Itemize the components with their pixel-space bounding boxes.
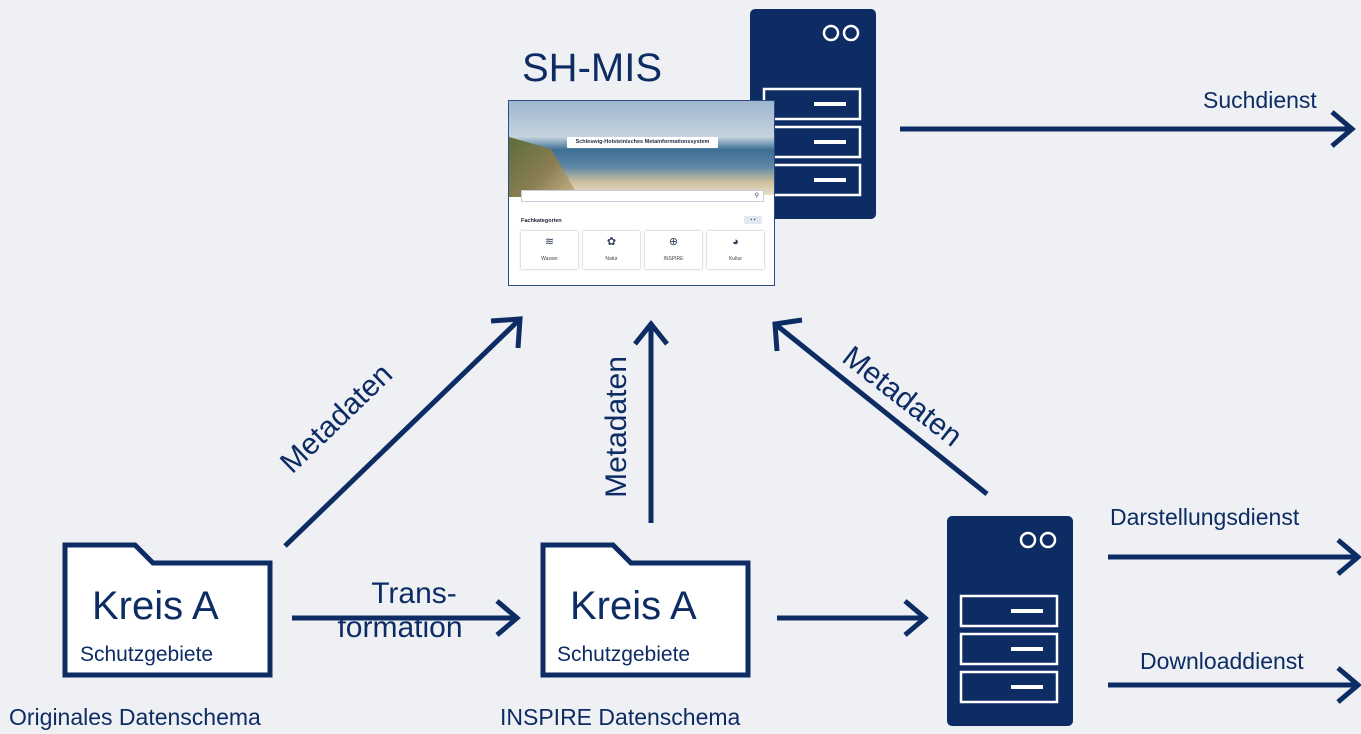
arrow-transformation	[292, 599, 521, 637]
arrow-view-service	[1108, 538, 1361, 576]
folder-inspire-sub: Schutzgebiete	[557, 643, 691, 666]
categories-title: Fachkategorien	[521, 218, 562, 224]
search-input[interactable]: ⚲	[521, 190, 764, 202]
hero-title: Schleswig-Holsteinisches Metainformation…	[567, 137, 718, 148]
tile-wasser[interactable]: ≋ Wasser	[521, 231, 578, 269]
arrow-download-service	[1108, 666, 1361, 704]
metadata-label-middle: Metadaten	[599, 356, 633, 498]
arrow-metadata-left	[283, 316, 523, 548]
tile-inspire[interactable]: ⊕ INSPIRE	[645, 231, 702, 269]
globe-icon: ⊕	[668, 236, 679, 248]
tile-label: Natur	[605, 256, 618, 262]
sh-mis-screenshot: Schleswig-Holsteinisches Metainformation…	[508, 100, 775, 286]
tile-kultur[interactable]: ◕ Kultur	[707, 231, 764, 269]
flower-icon: ✿	[606, 236, 617, 248]
transformation-line-2: formation	[337, 610, 463, 644]
tile-label: Wasser	[541, 256, 558, 262]
download-service-label: Downloaddienst	[1140, 648, 1304, 674]
folder-inspire-name: Kreis A	[570, 584, 697, 628]
category-tiles: ≋ Wasser ✿ Natur ⊕ INSPIRE ◕ Kultur	[521, 231, 764, 271]
transformation-label: Trans- formation	[330, 578, 470, 643]
arrow-metadata-right	[772, 317, 989, 496]
arrow-metadata-middle	[633, 319, 669, 523]
tile-label: Kultur	[728, 256, 743, 262]
bottom-server-icon	[945, 514, 1075, 728]
search-icon: ⚲	[754, 193, 759, 199]
search-service-label: Suchdienst	[1203, 87, 1317, 113]
folder-original-name: Kreis A	[92, 584, 219, 628]
waves-icon: ≋	[544, 236, 555, 248]
caption-inspire-schema: INSPIRE Datenschema	[500, 704, 741, 730]
palette-icon: ◕	[732, 236, 739, 248]
sh-mis-title: SH-MIS	[522, 46, 662, 90]
transformation-line-1: Trans-	[371, 577, 457, 610]
folder-original-sub: Schutzgebiete	[80, 643, 214, 666]
view-service-label: Darstellungsdienst	[1110, 504, 1300, 530]
arrow-search-service	[900, 110, 1356, 148]
view-toggle[interactable]: ▪ ▪	[744, 216, 762, 224]
arrow-to-server	[777, 599, 929, 637]
tile-label: INSPIRE	[663, 256, 684, 262]
tile-natur[interactable]: ✿ Natur	[583, 231, 640, 269]
caption-original-schema: Originales Datenschema	[9, 704, 261, 730]
